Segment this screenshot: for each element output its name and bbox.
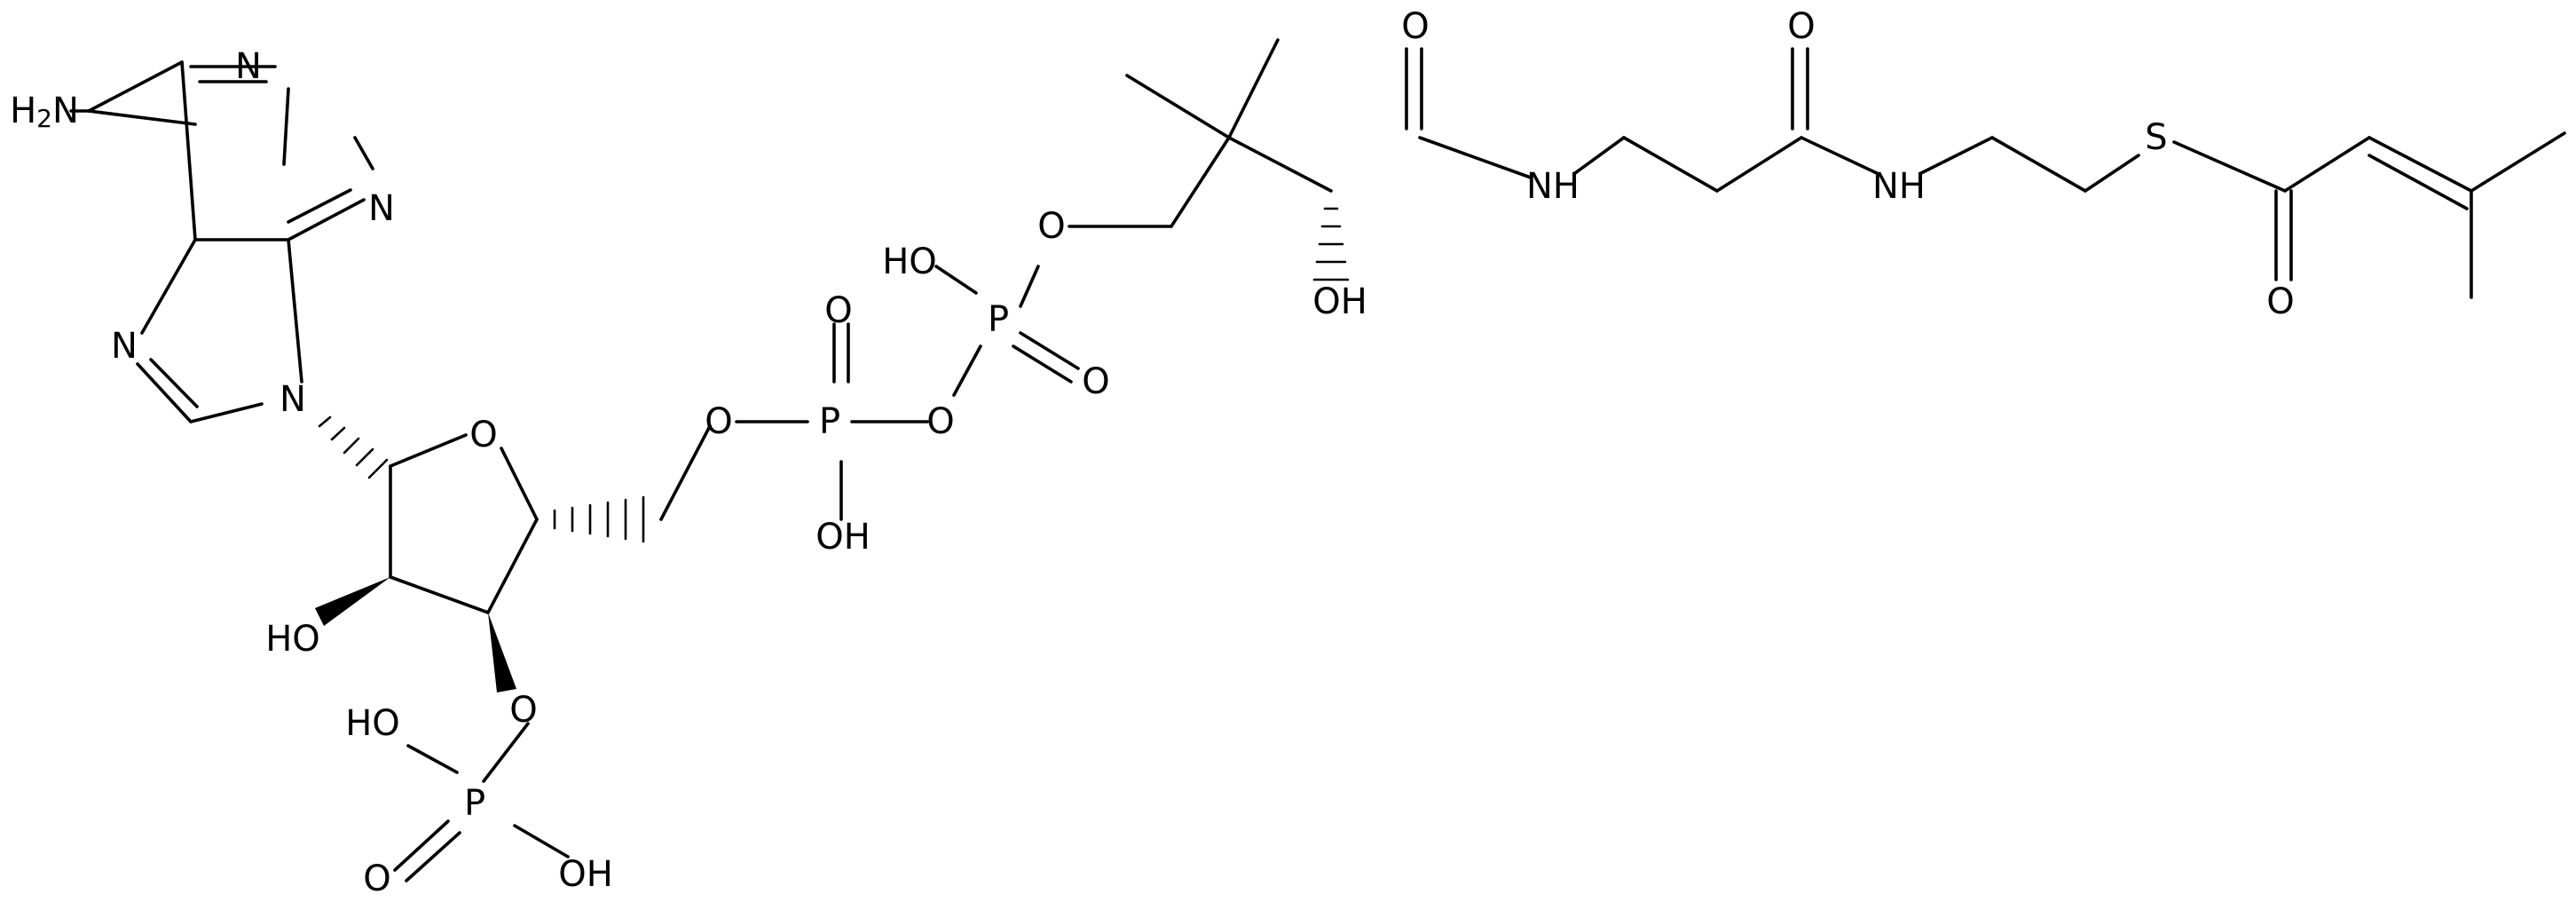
amide1-nh-label: NH — [1526, 166, 1579, 207]
amine-label: H2N — [10, 91, 79, 133]
amide2-oxygen-label: O — [1787, 6, 1815, 47]
phosphate-beta-p-label: P — [988, 299, 1009, 340]
bond-lines — [69, 38, 2566, 882]
bridging-oxygen-label: O — [926, 401, 954, 442]
phosphate-3prime-ho-label: HO — [345, 703, 400, 744]
phosphate-beta-ho-label: HO — [882, 241, 937, 282]
phosphate-alpha-o-double-label: O — [824, 290, 852, 331]
stereo-bonds — [315, 207, 1350, 692]
phosphate-alpha-oh-label: OH — [815, 517, 870, 558]
phosphate-3prime-o-double-label: O — [363, 858, 390, 899]
phosphate-3prime-oh-label: OH — [558, 854, 613, 895]
oxygen-3prime-label: O — [509, 690, 537, 731]
phosphate-alpha-p-label: P — [819, 401, 840, 442]
amide2-nh-label: NH — [1872, 166, 1926, 207]
n9-label: N — [280, 379, 306, 420]
atom-labels: H2N N N N N O HO O HO P O OH O P O OH O … — [10, 6, 2295, 899]
thioester-oxygen-label: O — [2266, 281, 2294, 322]
pantoate-hydroxyl-label: OH — [1312, 281, 1367, 322]
n3-label: N — [368, 188, 395, 229]
amide1-oxygen-label: O — [1401, 6, 1429, 47]
n1-label: N — [235, 46, 262, 87]
phosphate-beta-o-double-label: O — [1082, 361, 1109, 402]
oxygen-5prime-label: O — [705, 401, 732, 442]
ring-oxygen-label: O — [469, 415, 497, 455]
pantoate-oxygen-label: O — [1037, 206, 1065, 247]
n7-label: N — [111, 326, 138, 367]
thioester-sulfur-label: S — [2145, 117, 2167, 158]
phosphate-3prime-p-label: P — [464, 783, 485, 824]
hydroxyl-2prime-label: HO — [265, 619, 320, 660]
